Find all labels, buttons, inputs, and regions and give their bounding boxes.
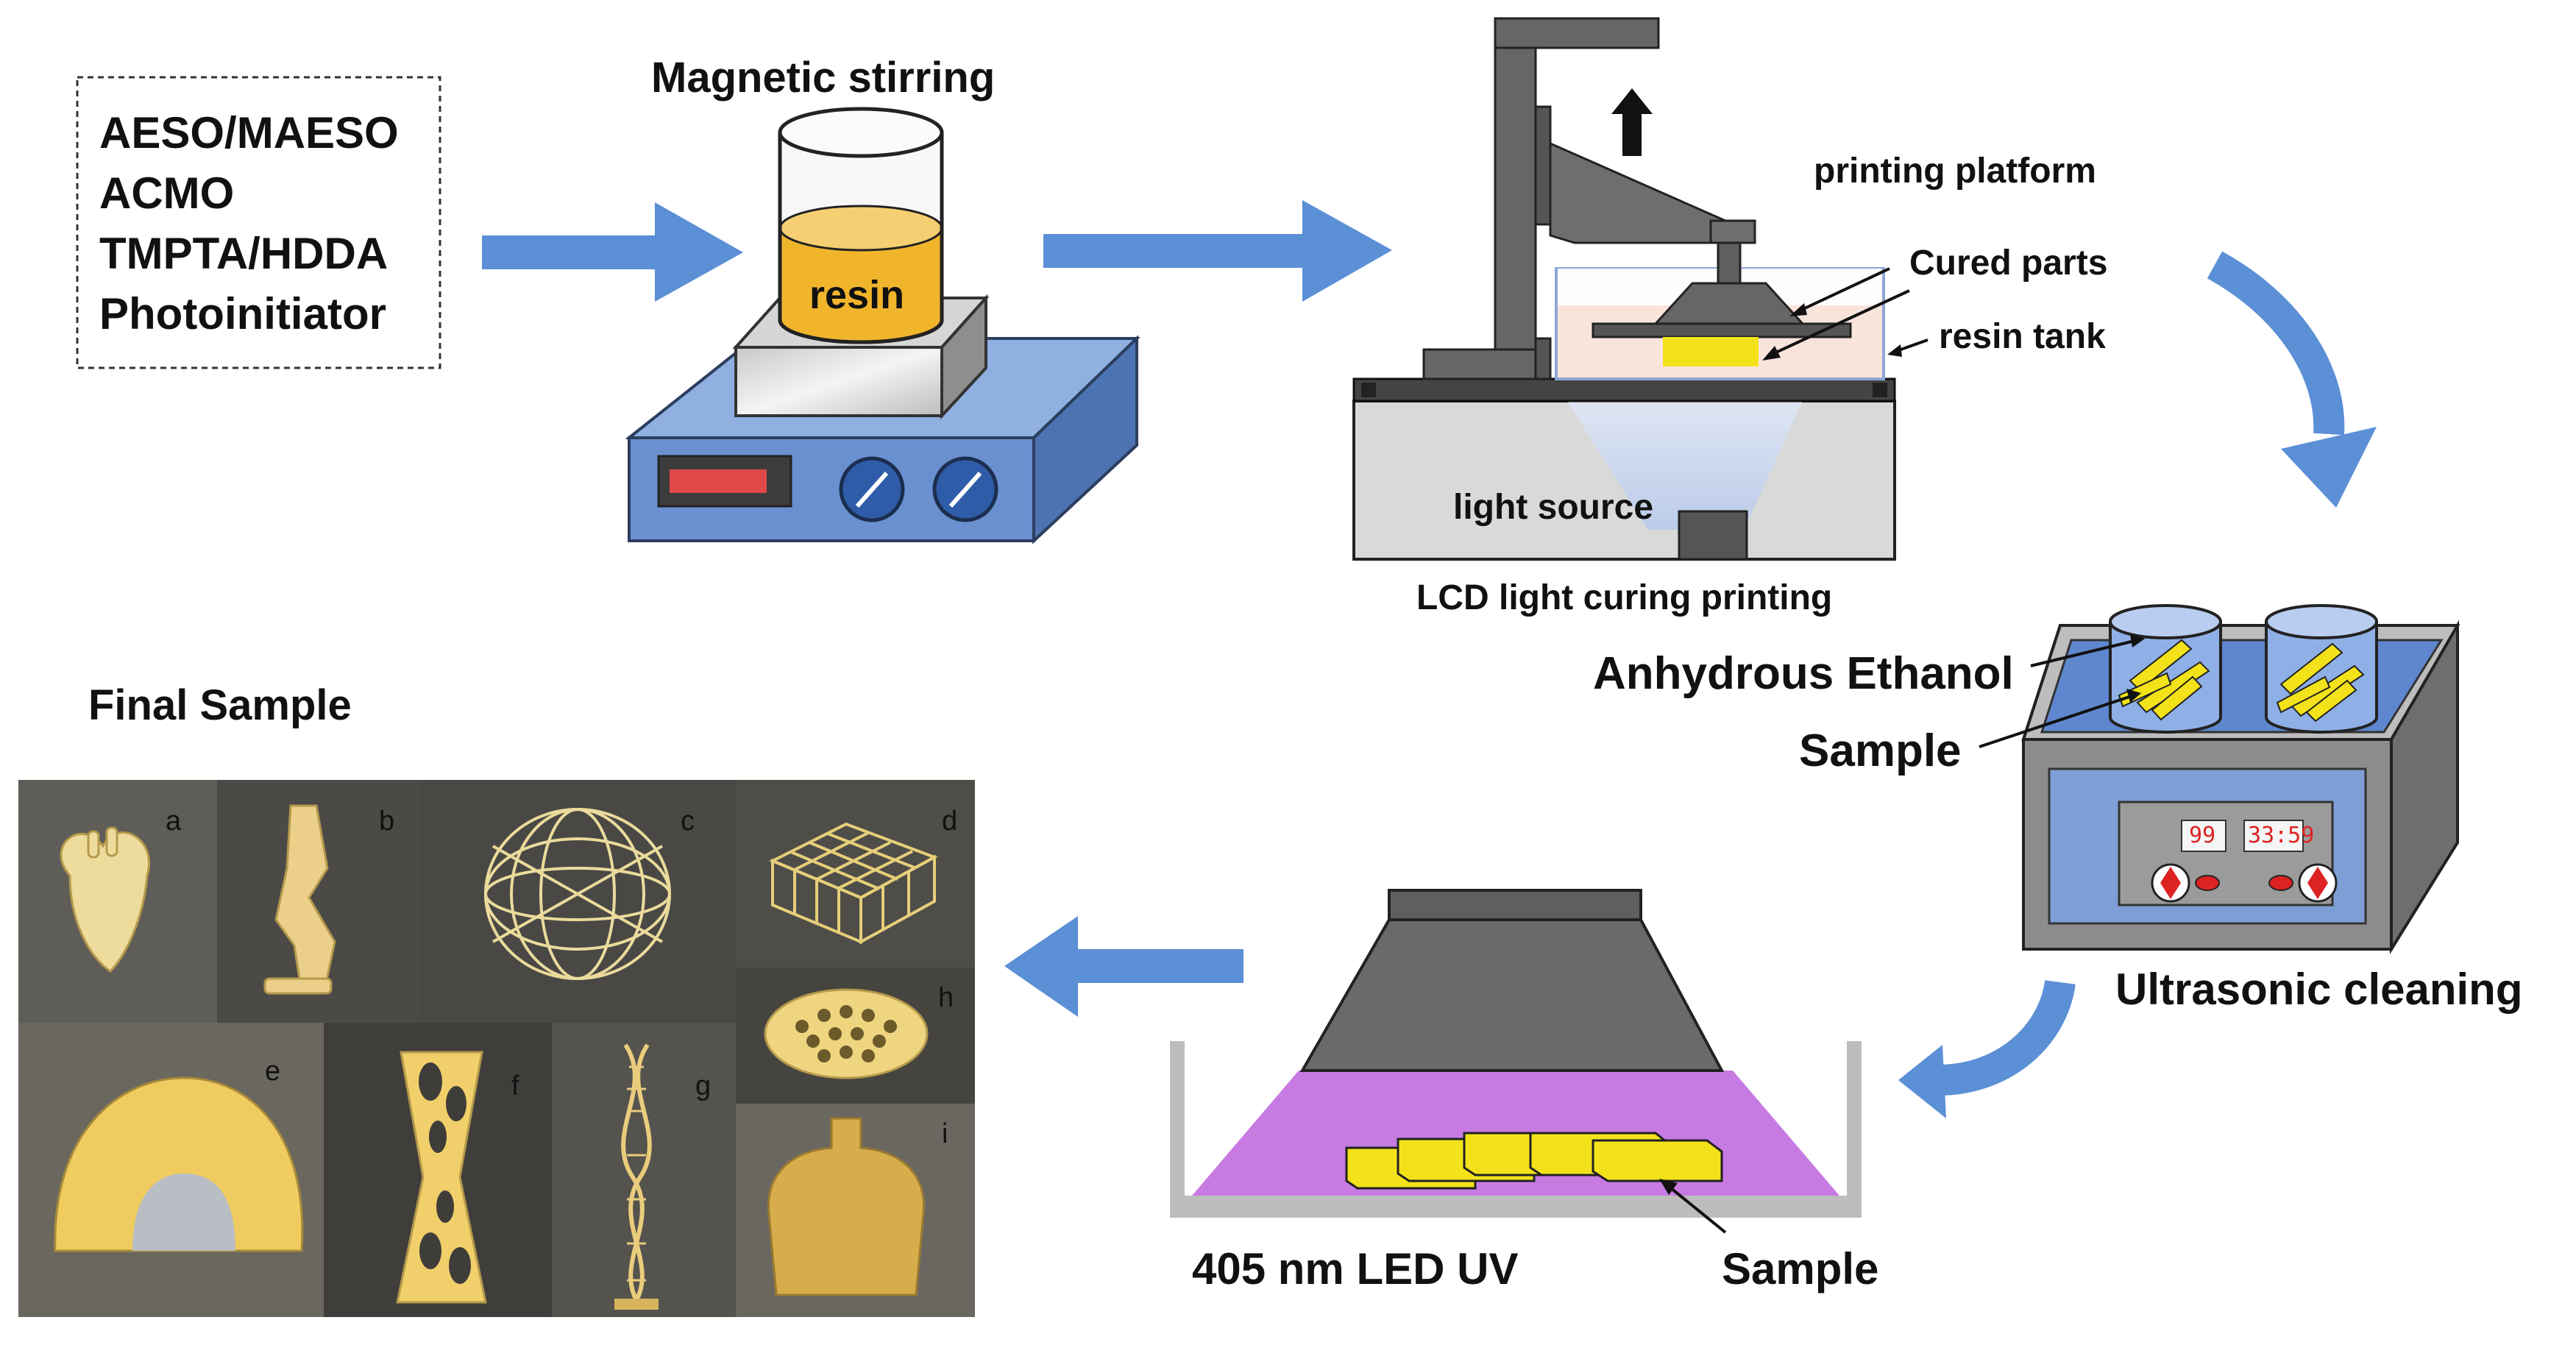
- cleaner-display-right: [2243, 820, 2304, 852]
- lattice-cube: [769, 822, 938, 945]
- cleaning-caption: Ultrasonic cleaning: [2115, 965, 2523, 1014]
- ethanol-label: Anhydrous Ethanol: [1593, 648, 2014, 699]
- panel-label-a: a: [166, 806, 182, 837]
- resin-tank-label: resin tank: [1939, 317, 2106, 356]
- printer-caption: LCD light curing printing: [1416, 578, 1833, 617]
- stirring-title: Magnetic stirring: [651, 54, 996, 102]
- uv-caption: 405 nm LED UV: [1192, 1244, 1519, 1293]
- lattice-tube: [396, 1051, 487, 1304]
- light-cone: [1567, 401, 1803, 530]
- arrow-to-final: [1004, 916, 1243, 1017]
- final-sample-photos: [18, 780, 975, 1317]
- ingredient-3: TMPTA/HDDA: [99, 229, 388, 278]
- perforated-disc: [764, 988, 929, 1079]
- resin-label: resin: [809, 273, 905, 317]
- panel-label-h: h: [938, 982, 954, 1013]
- beaker: [778, 107, 944, 344]
- knob-right-icon: [932, 456, 998, 522]
- magnetic-stirrer: [625, 107, 1140, 544]
- ingredient-2: ACMO: [99, 168, 235, 218]
- lattice-sphere: [484, 808, 671, 980]
- knob-left-icon: [839, 456, 905, 522]
- ingredient-4: Photoinitiator: [99, 289, 386, 338]
- cleaner-display-left-text: 99: [2189, 823, 2216, 848]
- panel-label-g: g: [695, 1071, 712, 1101]
- ingredient-1: AESO/MAESO: [99, 108, 399, 157]
- panel-label-i: i: [942, 1118, 948, 1149]
- cleaning-sample-label: Sample: [1799, 725, 1962, 776]
- heart-model: [60, 826, 150, 973]
- cured-parts: [1663, 337, 1759, 366]
- up-arrow-icon: [1611, 88, 1653, 156]
- final-sample-title: Final Sample: [88, 681, 352, 729]
- light-source-label: light source: [1453, 488, 1654, 527]
- uv-samples: [1345, 1132, 1723, 1190]
- light-source-box: [1678, 510, 1748, 561]
- ingredients-box: [76, 76, 441, 369]
- uv-sample-label: Sample: [1722, 1244, 1879, 1293]
- panel-label-c: c: [681, 806, 695, 837]
- ingredients-list: AESO/MAESO ACMO TMPTA/HDDA Photoinitiato…: [99, 103, 399, 344]
- torso-model: [767, 1117, 926, 1296]
- arrow-to-uv: [1898, 979, 2076, 1118]
- panel-label-e: e: [265, 1056, 281, 1087]
- panel-label-f: f: [511, 1071, 519, 1101]
- arrow-to-printer: [1043, 200, 1392, 302]
- uv-chamber: [1170, 889, 1862, 1234]
- cleaner-display-right-text: 33:59: [2248, 823, 2315, 848]
- dental-model: [54, 1076, 304, 1252]
- arrow-to-cleaning: [2207, 251, 2377, 508]
- photo-c: [419, 780, 736, 1023]
- cured-parts-label: Cured parts: [1909, 244, 2108, 283]
- uv-lamp-top: [1388, 889, 1642, 921]
- platform-label: printing platform: [1814, 152, 2096, 191]
- arrow-to-stirring: [482, 202, 743, 302]
- dna-helix: [614, 1043, 659, 1310]
- panel-label-b: b: [379, 806, 395, 837]
- panel-label-d: d: [942, 806, 958, 837]
- ultrasonic-cleaner: [1979, 604, 2460, 955]
- uv-lamp: [1299, 918, 1725, 1072]
- lcd-printer: [1352, 17, 1929, 561]
- cleaning-beaker-left: [2109, 604, 2222, 734]
- cleaner-display-left: [2181, 820, 2226, 852]
- knee-model: [263, 804, 336, 995]
- cleaning-beaker-right: [2265, 604, 2378, 734]
